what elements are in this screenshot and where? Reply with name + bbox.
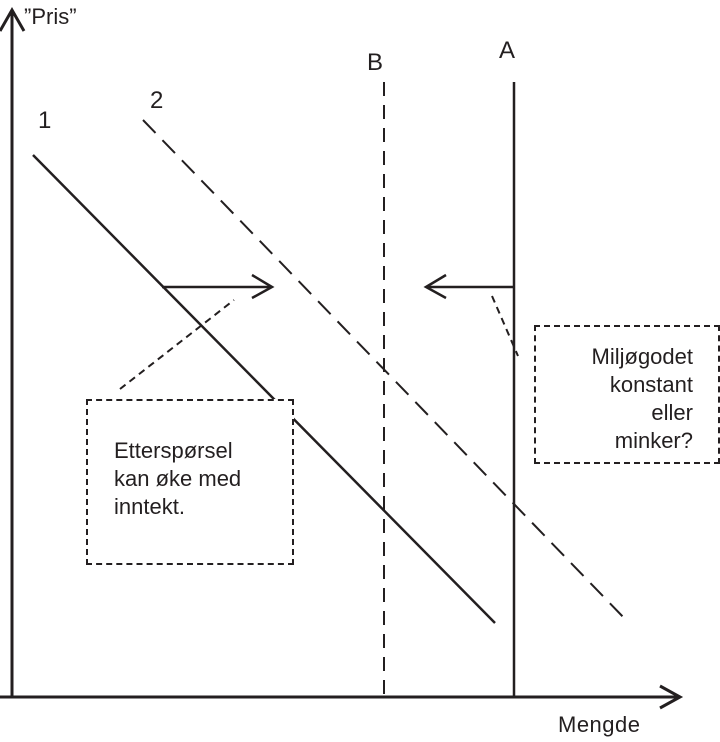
curve-label-1: 1: [38, 107, 51, 134]
demand-shift-arrowhead: [251, 273, 275, 300]
supply-note-line: eller: [651, 400, 693, 425]
demand-note-box: Etterspørsel kan øke med inntekt.: [86, 399, 294, 565]
curve-label-2: 2: [150, 87, 163, 114]
supply-note-pointer: [491, 295, 519, 357]
demand-note-line: kan øke med: [114, 466, 242, 491]
demand-curve-2: [142, 119, 628, 622]
supply-note-line: minker?: [614, 428, 693, 453]
supply-note-line: konstant: [609, 372, 693, 397]
curve-label-a: A: [499, 37, 515, 64]
demand-curve-1: [32, 154, 496, 624]
supply-shift-arrowhead: [423, 273, 447, 300]
x-axis-arrowhead: [659, 684, 684, 710]
y-axis-arrowhead: [0, 6, 26, 32]
demand-note-line: inntekt.: [114, 494, 185, 519]
supply-note-box: Miljøgodet konstant eller minker?: [534, 325, 720, 464]
y-axis-label: ”Pris”: [24, 4, 77, 29]
demand-note-pointer: [119, 299, 235, 390]
curve-label-b: B: [367, 49, 383, 76]
x-axis-label: Mengde: [558, 712, 641, 737]
demand-note-line: Etterspørsel: [114, 438, 233, 463]
supply-note-line: Miljøgodet: [591, 344, 693, 369]
